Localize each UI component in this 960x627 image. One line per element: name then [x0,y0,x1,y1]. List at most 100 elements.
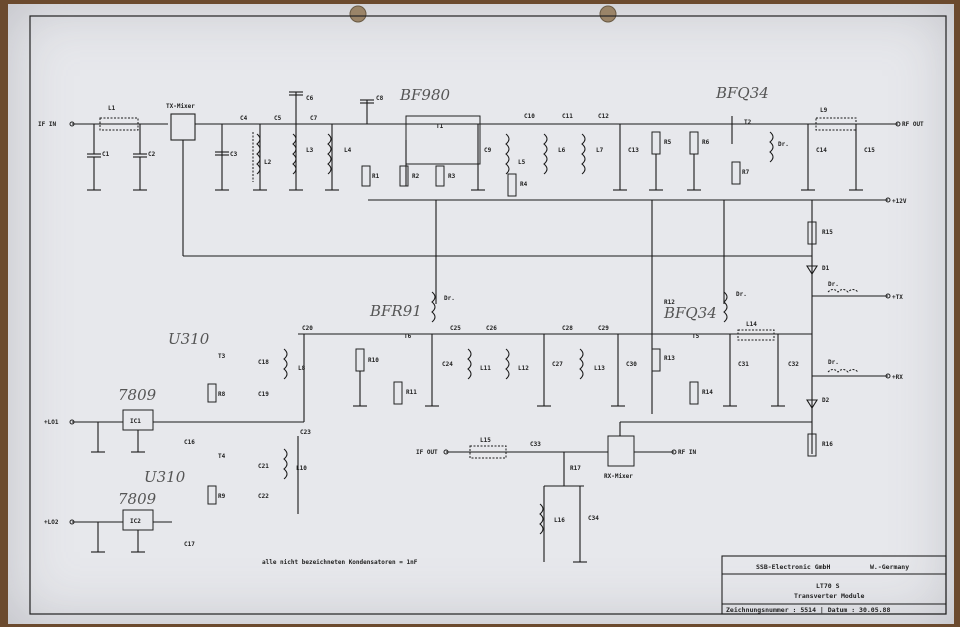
drawing-border [29,15,947,615]
lo1-label: +LO1 [44,419,59,426]
designator-choke-rx: Dr. [828,359,839,366]
designator-l5: L5 [518,159,526,166]
designator-r5: R5 [664,139,672,146]
handwritten-bfr91: BFR91 [369,302,422,320]
designator-c9: C9 [484,147,492,154]
designator-c3: C3 [230,151,238,158]
designator-l16: L16 [554,517,565,524]
rf-in-label: RF IN [678,449,696,456]
designator-r11: R11 [406,389,417,396]
designator-choke-t2: Dr. [778,141,789,148]
designator-l1: L1 [108,105,116,112]
designator-c32: C32 [788,361,799,368]
handwritten-bfq34-bottom: BFQ34 [663,304,717,322]
designator-r1: R1 [372,173,380,180]
designator-c31: C31 [738,361,749,368]
designator-c25: C25 [450,325,461,332]
if-out-label: IF OUT [416,449,438,456]
designator-l7: L7 [596,147,604,154]
supply-12v-label: +12V [892,198,907,205]
designator-r16: R16 [822,441,833,448]
designator-c6: C6 [306,95,314,102]
tx-mixer-label: TX-Mixer [166,103,195,110]
handwritten-bf980: BF980 [399,86,451,104]
designator-t6: T6 [404,333,412,340]
designator-c7: C7 [310,115,318,122]
designator-c5: C5 [274,115,282,122]
ic1-label: IC1 [130,418,141,425]
designator-c4: C4 [240,115,248,122]
schematic-diagram: IF IN RF OUT +12V +TX +RX +LO1 +LO2 IF O… [29,5,947,615]
designator-r10: R10 [368,357,379,364]
designator-l13: L13 [594,365,605,372]
designator-l3: L3 [306,147,314,154]
designator-c17: C17 [184,541,195,548]
designator-c12: C12 [598,113,609,120]
designator-r14: R14 [702,389,713,396]
designator-choke-t5: Dr. [736,291,747,298]
if-in-label: IF IN [38,121,56,128]
designator-r12: R12 [664,299,675,306]
lo-sections [69,334,305,553]
designator-r2: R2 [412,173,420,180]
capacitor-note: alle nicht bezeichneten Kondensatoren = … [262,559,418,566]
designator-l8: L8 [298,365,306,372]
punch-hole-left [349,5,367,23]
designator-c21: C21 [258,463,269,470]
designator-c20: C20 [302,325,313,332]
designator-c22: C22 [258,493,269,500]
designator-l12: L12 [518,365,529,372]
handwritten-annotations: BF980 BFQ34 BFR91 BFQ34 U310 U310 7809 7… [118,84,769,508]
designator-t3: T3 [218,353,226,360]
designator-l4: L4 [344,147,352,154]
port-labels: IF IN RF OUT +12V +TX +RX +LO1 +LO2 IF O… [38,103,924,526]
rx-mixer-label: RX-Mixer [604,473,633,480]
designator-choke-t6: Dr. [444,295,455,302]
ic2-label: IC2 [130,518,141,525]
title-block: SSB-Electronic GmbH W.-Germany LT70 S Tr… [721,555,947,615]
designator-c1: C1 [102,151,110,158]
designator-l9: L9 [820,107,828,114]
schematic-sheet: IF IN RF OUT +12V +TX +RX +LO1 +LO2 IF O… [8,4,954,624]
designator-r4: R4 [520,181,528,188]
designator-l10: L10 [296,465,307,472]
designator-l15: L15 [480,437,491,444]
designator-d1: D1 [822,265,830,272]
designator-c16: C16 [184,439,195,446]
title-model: LT70 S [816,582,840,590]
rx-label: +RX [892,374,903,381]
designator-c29: C29 [598,325,609,332]
designator-c11: C11 [562,113,573,120]
designator-c2: C2 [148,151,156,158]
designator-c10: C10 [524,113,535,120]
designator-t4: T4 [218,453,226,460]
designator-r9: R9 [218,493,226,500]
designator-d2: D2 [822,397,830,404]
designator-r13: R13 [664,355,675,362]
rf-out-label: RF OUT [902,121,924,128]
handwritten-u310-top: U310 [168,330,210,348]
designator-t2: T2 [744,119,752,126]
punch-hole-right [599,5,617,23]
title-country: W.-Germany [870,563,909,571]
handwritten-7809-top: 7809 [118,386,157,404]
designator-r3: R3 [448,173,456,180]
component-designators: L1 L2 L3 L4 L5 L6 L7 L8 L9 L10 L11 L12 L… [102,95,875,548]
designator-c13: C13 [628,147,639,154]
designator-c27: C27 [552,361,563,368]
designator-c26: C26 [486,325,497,332]
title-description: Transverter Module [794,592,865,600]
designator-r7: R7 [742,169,750,176]
title-company: SSB-Electronic GmbH [756,563,830,571]
supply-rails [183,200,891,457]
designator-l6: L6 [558,147,566,154]
handwritten-7809-bottom: 7809 [118,490,157,508]
designator-t1: T1 [436,123,444,130]
title-footer: Zeichnungsnummer : 5514 | Datum : 30.05.… [726,606,890,615]
designator-t5: T5 [692,333,700,340]
rx-mixer-section [443,421,812,563]
designator-l2: L2 [264,159,272,166]
tx-label: +TX [892,294,903,301]
designator-c19: C19 [258,391,269,398]
designator-r17: R17 [570,465,581,472]
